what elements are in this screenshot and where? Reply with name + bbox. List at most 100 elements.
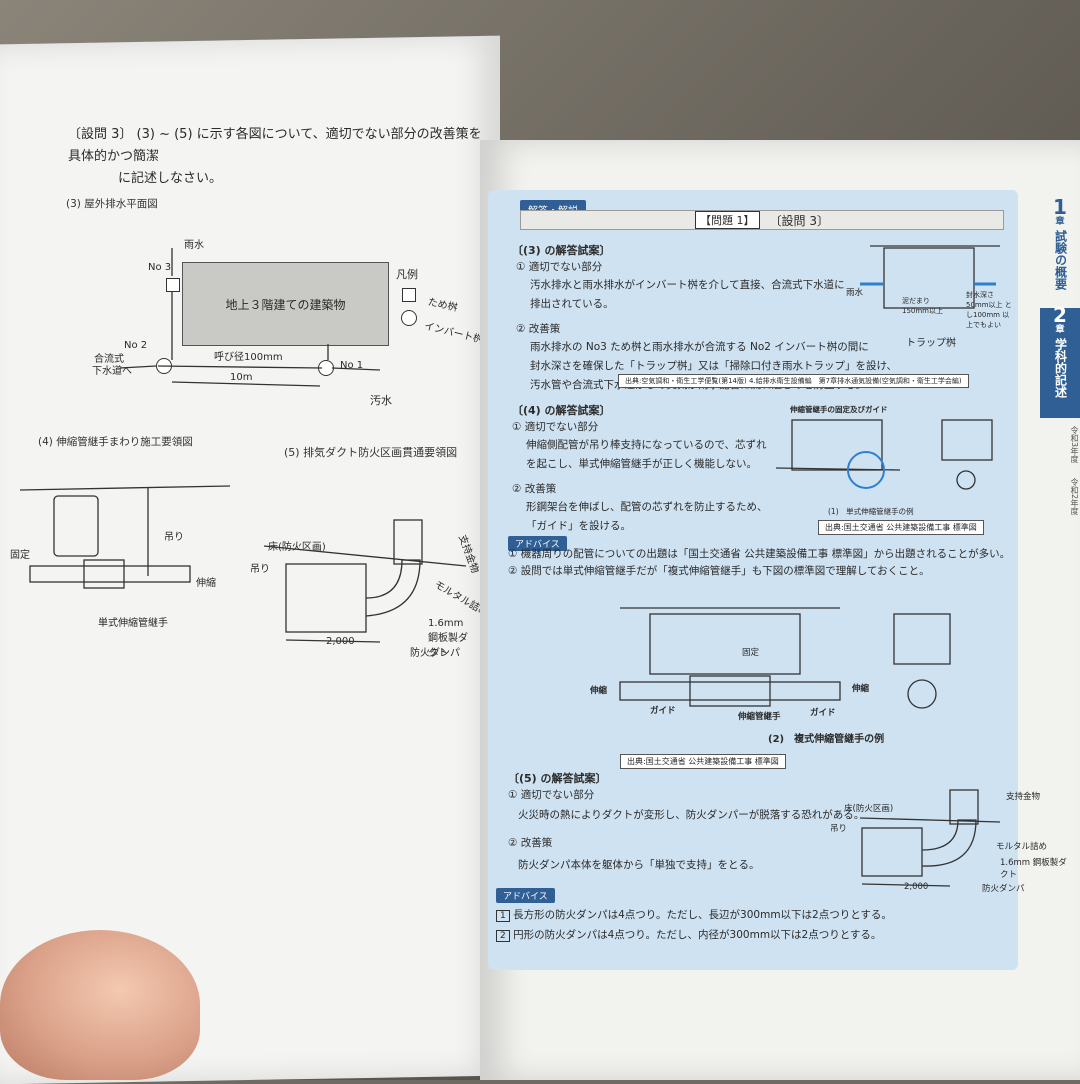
fig2-expansion-left: 伸縮 xyxy=(590,686,608,696)
combined-sewer-label-2: 下水道へ xyxy=(92,366,132,377)
fig5-floor xyxy=(263,545,467,567)
guide-figure-title: 伸縮管継手の固定及びガイド xyxy=(790,405,888,414)
answer-4-item2-heading: ② 改善策 xyxy=(512,483,557,495)
fig4-joint xyxy=(83,559,125,589)
answer-panel xyxy=(488,190,1018,970)
answer-5-item1-heading: ① 適切でない部分 xyxy=(508,789,595,801)
no3-label: No 3 xyxy=(148,262,172,273)
answer-5-heading: 〔(5) の解答試案〕 xyxy=(508,772,607,785)
fig4-fixed-label: 固定 xyxy=(10,550,30,561)
no3-basin-symbol xyxy=(166,278,180,292)
chapter-2-number: 2 xyxy=(1053,303,1067,327)
fig2-joint-label: 伸縮管継手 xyxy=(738,712,781,722)
rain-label: 雨水 xyxy=(184,240,204,251)
trap-box xyxy=(883,247,975,309)
advice-badge-1: アドバイス xyxy=(508,536,567,551)
f5-hanger-label: 吊り xyxy=(830,824,848,834)
fig2-joint-body xyxy=(689,675,771,707)
f5-mortar-label: モルタル詰め xyxy=(996,842,1048,852)
problem-number: 【問題 1】 xyxy=(695,211,760,229)
fig4-joint-label: 単式伸縮管継手 xyxy=(98,618,168,629)
chapter-2-tab[interactable]: 2 章 学科的記述 xyxy=(1040,303,1080,418)
answer-3-item1-line2: 排出されている。 xyxy=(530,298,614,310)
no1-label: No 1 xyxy=(340,360,364,371)
chapter-2-title: 学科的記述 xyxy=(1053,338,1068,398)
question-line-2: に記述しなさい。 xyxy=(118,171,223,186)
trap-mud-label: 泥だまり 150mm以上 xyxy=(902,297,943,315)
fig5-hanger-label: 吊り xyxy=(250,564,270,575)
answer-3-item1-heading: ① 適切でない部分 xyxy=(516,261,603,273)
advice-3-row: 1 長方形の防火ダンパは4点つり。ただし、長辺が300mm以下は2点つりとする。 xyxy=(496,906,892,926)
figure-5-title: (5) 排気ダクト防火区画貫通要領図 xyxy=(284,446,458,459)
source-note-3: 出典:国土交通省 公共建築設備工事 標準図 xyxy=(620,754,786,769)
guide-figure-caption: (1) 単式伸縮管継手の例 xyxy=(828,507,914,516)
outlet-pipe xyxy=(119,365,157,369)
answer-5-item2-heading: ② 改善策 xyxy=(508,837,553,849)
thumb-holding-book xyxy=(0,930,200,1080)
fig2-section-frame xyxy=(893,613,951,665)
f5-floor-label: 床(防火区画) xyxy=(844,804,894,814)
chapter-2-unit: 章 xyxy=(1055,325,1065,335)
question-heading: 〔設問 3〕 (3) ~ (5) に示す各図について、適切でない部分の改善策を具… xyxy=(68,124,488,190)
guide-pipe xyxy=(775,467,901,471)
fig2-frame xyxy=(649,613,801,675)
legend-tame-symbol xyxy=(402,288,416,302)
main-pipe xyxy=(157,365,323,369)
answer-5-item1-line1: 火災時の熱によりダクトが変形し、防火ダンパーが脱落する恐れがある。 xyxy=(518,809,865,821)
answer-title-bar: 【問題 1】 〔設問 3〕 xyxy=(520,210,1004,230)
trap-rain-label: 雨水 xyxy=(846,288,864,298)
fig5-elbow xyxy=(365,559,421,617)
pipe-size-label: 呼び径100mm xyxy=(214,352,283,363)
building-label: 地上３階建ての建築物 xyxy=(225,297,346,312)
f5-damper-label: 防火ダンパ xyxy=(982,884,1025,894)
year-tab-r3[interactable]: 令和3年度 xyxy=(1070,426,1079,464)
chapter-1-number: 1 xyxy=(1053,195,1067,219)
fig2-fixed-label: 固定 xyxy=(742,648,760,658)
f5-right-duct xyxy=(861,827,923,877)
combined-sewer-label-1: 合流式 xyxy=(94,354,124,365)
advice-2-line: ② 設問では単式伸縮管継手だが「複式伸縮管継手」も下図の標準図で理解しておくこと… xyxy=(508,565,930,577)
source-note-1: 出典:空気調和・衛生工学便覧(第14版) 4.給排水衛生設備編 第7章排水通気設… xyxy=(618,374,969,388)
fig4-frame xyxy=(53,495,99,557)
fig2-guide-right: ガイド xyxy=(810,708,836,718)
year-tab-r2[interactable]: 令和2年度 xyxy=(1070,478,1079,516)
fig5-floor-label: 床(防火区画) xyxy=(268,542,326,553)
figure-3-title: (3) 屋外排水平面図 xyxy=(66,198,158,210)
sewage-inlet xyxy=(331,367,381,371)
fig2-pipe xyxy=(619,681,841,701)
f5-right-floor xyxy=(859,817,1001,823)
dimension-line xyxy=(171,381,321,387)
advice-4-row: 2 円形の防火ダンパは4点つり。ただし、内径が300mm以下は2点つりとする。 xyxy=(496,926,881,946)
building-block: 地上３階建ての建築物 xyxy=(182,262,389,346)
advice-3-number: 1 xyxy=(496,910,510,922)
chapter-1-tab[interactable]: 1 章 試験の概要 xyxy=(1040,195,1080,300)
answer-4-heading: 〔(4) の解答試案〕 xyxy=(512,404,611,417)
advice-1-line: ① 機器周りの配管についての出題は「国土交通省 公共建築設備工事 標準図」から出… xyxy=(508,548,1011,560)
answer-5-item2-line1: 防火ダンパ本体を躯体から「単独で支持」をとる。 xyxy=(518,859,760,871)
answer-3-item1-line1: 汚水排水と雨水排水がインバート桝を介して直接、合流式下水道に xyxy=(530,279,845,291)
fig2-expansion-right: 伸縮 xyxy=(852,684,870,694)
answer-4-item2-line1: 形鋼架台を伸ばし、配管の芯ずれを防止するため、 xyxy=(526,501,768,513)
fig2-guide-left: ガイド xyxy=(650,706,676,716)
fig4-pipe xyxy=(29,565,191,583)
source-note-2: 出典:国土交通省 公共建築設備工事 標準図 xyxy=(818,520,984,535)
guide-section-pipe xyxy=(956,470,976,490)
guide-highlight-circle xyxy=(847,451,885,489)
fig2-section-pipe xyxy=(907,679,937,709)
chapter-1-title: 試験の概要 xyxy=(1053,230,1068,290)
sewage-label: 汚水 xyxy=(370,394,392,407)
answer-4-item2-line2: 「ガイド」を設ける。 xyxy=(526,520,631,532)
question-line-1: 〔設問 3〕 (3) ~ (5) に示す各図について、適切でない部分の改善策を具… xyxy=(68,127,482,164)
fig4-expansion-label: 伸縮 xyxy=(196,578,216,589)
legend-label: 凡例 xyxy=(396,268,418,281)
guide-section-frame xyxy=(941,419,993,461)
answer-3-item2-line1: 雨水排水の No3 ため桝と雨水排水が合流する No2 インバート桝の間に xyxy=(530,341,869,353)
answer-4-item1-heading: ① 適切でない部分 xyxy=(512,421,599,433)
fig5-duct xyxy=(285,563,367,633)
fig2-caption: (2) 複式伸縮管継手の例 xyxy=(768,734,885,745)
question-number: 〔設問 3〕 xyxy=(769,213,829,228)
answer-3-heading: 〔(3) の解答試案〕 xyxy=(512,244,611,257)
f5-right-dimension xyxy=(861,883,951,887)
advice-3-text: 長方形の防火ダンパは4点つり。ただし、長辺が300mm以下は2点つりとする。 xyxy=(513,909,892,921)
